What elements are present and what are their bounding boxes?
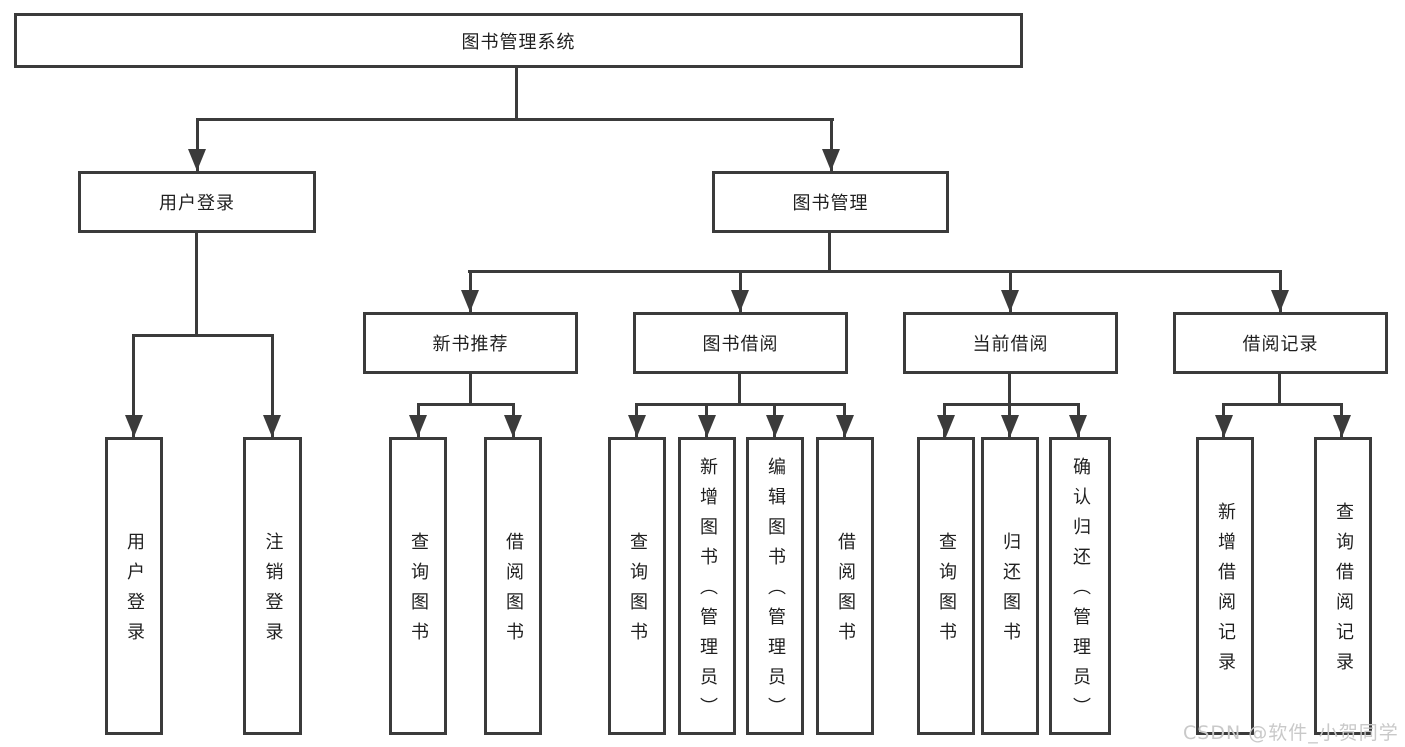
leaf-query-borrow-record: 查询借阅记录	[1314, 437, 1372, 735]
node-book-borrowing: 图书借阅	[633, 312, 848, 374]
connector-hline	[1222, 403, 1343, 406]
arrow-down	[1001, 290, 1019, 312]
node-label: 当前借阅	[972, 334, 1049, 355]
connector-user-login-hline	[132, 334, 274, 337]
node-book-management: 图书管理	[712, 171, 949, 233]
node-label: 借阅记录	[1242, 334, 1319, 355]
connector-root-stem	[515, 68, 518, 121]
arrow-down	[188, 149, 206, 171]
node-user-login: 用户登录	[78, 171, 316, 233]
node-label: 编辑图书（管理员）	[765, 457, 786, 727]
connector-stub	[1278, 374, 1281, 406]
leaf-query-books-borrowing: 查询图书	[608, 437, 666, 735]
arrow-down	[409, 415, 427, 437]
arrow-down	[1271, 290, 1289, 312]
leaf-user-login: 用户登录	[105, 437, 163, 735]
leaf-logout: 注销登录	[243, 437, 302, 735]
arrow-down	[836, 415, 854, 437]
arrow-down	[461, 290, 479, 312]
arrow-down	[1215, 415, 1233, 437]
connector-level2-hline	[196, 118, 834, 121]
connector-stub	[738, 374, 741, 406]
arrow-down	[1001, 415, 1019, 437]
arrow-down	[125, 415, 143, 437]
node-label: 图书管理系统	[461, 31, 576, 53]
connector-level3-hline	[468, 270, 1282, 273]
leaf-add-books-admin: 新增图书（管理员）	[678, 437, 736, 735]
node-label: 查询图书	[627, 532, 648, 652]
connector-stem-leaf-login	[132, 334, 135, 437]
csdn-watermark: CSDN @软件_小贺同学	[1183, 722, 1399, 744]
connector-hline	[943, 403, 1080, 406]
leaf-borrow-books-borrowing: 借阅图书	[816, 437, 874, 735]
arrow-down	[937, 415, 955, 437]
connector-book-management-stem	[828, 233, 831, 273]
node-label: 注销登录	[262, 532, 284, 652]
arrow-down	[1333, 415, 1351, 437]
leaf-add-borrow-record: 新增借阅记录	[1196, 437, 1254, 735]
leaf-confirm-return-admin: 确认归还（管理员）	[1049, 437, 1111, 735]
connector-stem-book-management	[830, 118, 833, 171]
node-label: 查询图书	[936, 532, 957, 652]
node-label: 归还图书	[1000, 532, 1021, 652]
connector-stub	[469, 374, 472, 406]
node-label: 用户登录	[124, 532, 145, 652]
connector-hline	[635, 403, 846, 406]
node-label: 查询借阅记录	[1333, 502, 1354, 682]
node-label: 图书借阅	[702, 334, 779, 355]
leaf-borrow-books-recommend: 借阅图书	[484, 437, 542, 735]
leaf-edit-books-admin: 编辑图书（管理员）	[746, 437, 804, 735]
node-label: 新增借阅记录	[1215, 502, 1236, 682]
node-label: 新增图书（管理员）	[697, 457, 718, 727]
arrow-down	[822, 149, 840, 171]
leaf-query-books-recommend: 查询图书	[389, 437, 447, 735]
arrow-down	[731, 290, 749, 312]
node-label: 确认归还（管理员）	[1070, 457, 1091, 727]
connector-stem-leaf-logout	[271, 334, 274, 437]
node-label: 借阅图书	[835, 532, 856, 652]
node-new-book-recommend: 新书推荐	[363, 312, 578, 374]
connector-stub	[1008, 374, 1011, 406]
connector-hline	[417, 403, 515, 406]
arrow-down	[628, 415, 646, 437]
node-library-management-system: 图书管理系统	[14, 13, 1023, 68]
arrow-down	[766, 415, 784, 437]
node-current-borrowing: 当前借阅	[903, 312, 1118, 374]
node-label: 新书推荐	[432, 334, 509, 355]
arrow-down	[698, 415, 716, 437]
leaf-query-books-current: 查询图书	[917, 437, 975, 735]
node-label: 查询图书	[408, 532, 429, 652]
leaf-return-books: 归还图书	[981, 437, 1039, 735]
arrow-down	[504, 415, 522, 437]
node-label: 借阅图书	[503, 532, 524, 652]
arrow-down	[1069, 415, 1087, 437]
node-borrowing-records: 借阅记录	[1173, 312, 1388, 374]
connector-stem-user-login	[196, 118, 199, 171]
connector-user-login-stem	[195, 233, 198, 337]
arrow-down	[263, 415, 281, 437]
node-label: 图书管理	[792, 193, 869, 214]
node-label: 用户登录	[159, 193, 235, 214]
